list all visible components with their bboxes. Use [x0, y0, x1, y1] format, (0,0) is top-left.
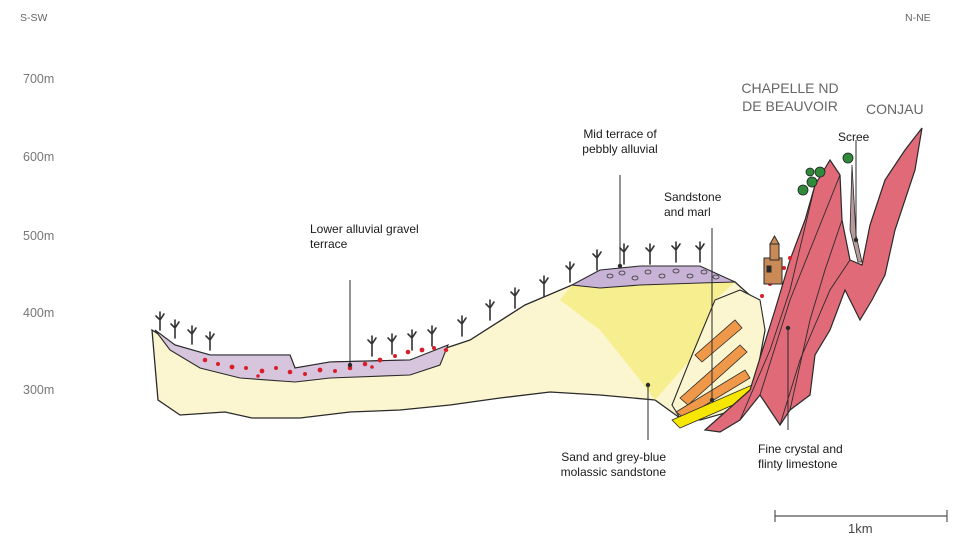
label-scree: Scree: [838, 130, 869, 145]
label-lower-terrace-line-1: Lower alluvial gravel: [310, 222, 419, 237]
label-mid-terrace-line-1: Mid terrace of: [560, 127, 680, 142]
label-mid-terrace-line-2: pebbly alluvial: [560, 142, 680, 157]
elevation-500: 500m: [23, 229, 54, 243]
elevation-300: 300m: [23, 383, 54, 397]
label-molasse-line-1: Sand and grey-blue: [530, 450, 666, 465]
label-limestone-line-1: Fine crystal and: [758, 442, 843, 457]
elevation-400: 400m: [23, 306, 54, 320]
label-mid-terrace: Mid terrace of pebbly alluvial: [560, 127, 680, 157]
scale-label: 1km: [848, 521, 873, 536]
place-chapelle-line-2: DE BEAUVOIR: [725, 97, 855, 115]
elevation-600: 600m: [23, 150, 54, 164]
label-lower-terrace-line-2: terrace: [310, 237, 419, 252]
direction-left: S-SW: [20, 12, 47, 24]
label-sandstone-line-1: Sandstone: [664, 190, 721, 205]
place-chapelle: CHAPELLE ND DE BEAUVOIR: [725, 79, 855, 115]
label-limestone-line-2: flinty limestone: [758, 457, 843, 472]
elevation-700: 700m: [23, 72, 54, 86]
label-limestone: Fine crystal and flinty limestone: [758, 442, 843, 472]
label-sandstone-marl: Sandstone and marl: [664, 190, 721, 220]
label-molasse-line-2: molassic sandstone: [530, 465, 666, 480]
label-lower-terrace: Lower alluvial gravel terrace: [310, 222, 419, 252]
place-chapelle-line-1: CHAPELLE ND: [725, 79, 855, 97]
place-conjau: CONJAU: [866, 100, 924, 118]
label-molasse: Sand and grey-blue molassic sandstone: [530, 450, 666, 480]
direction-right: N-NE: [905, 12, 931, 24]
label-sandstone-line-2: and marl: [664, 205, 721, 220]
chapel-icon: [764, 236, 782, 284]
